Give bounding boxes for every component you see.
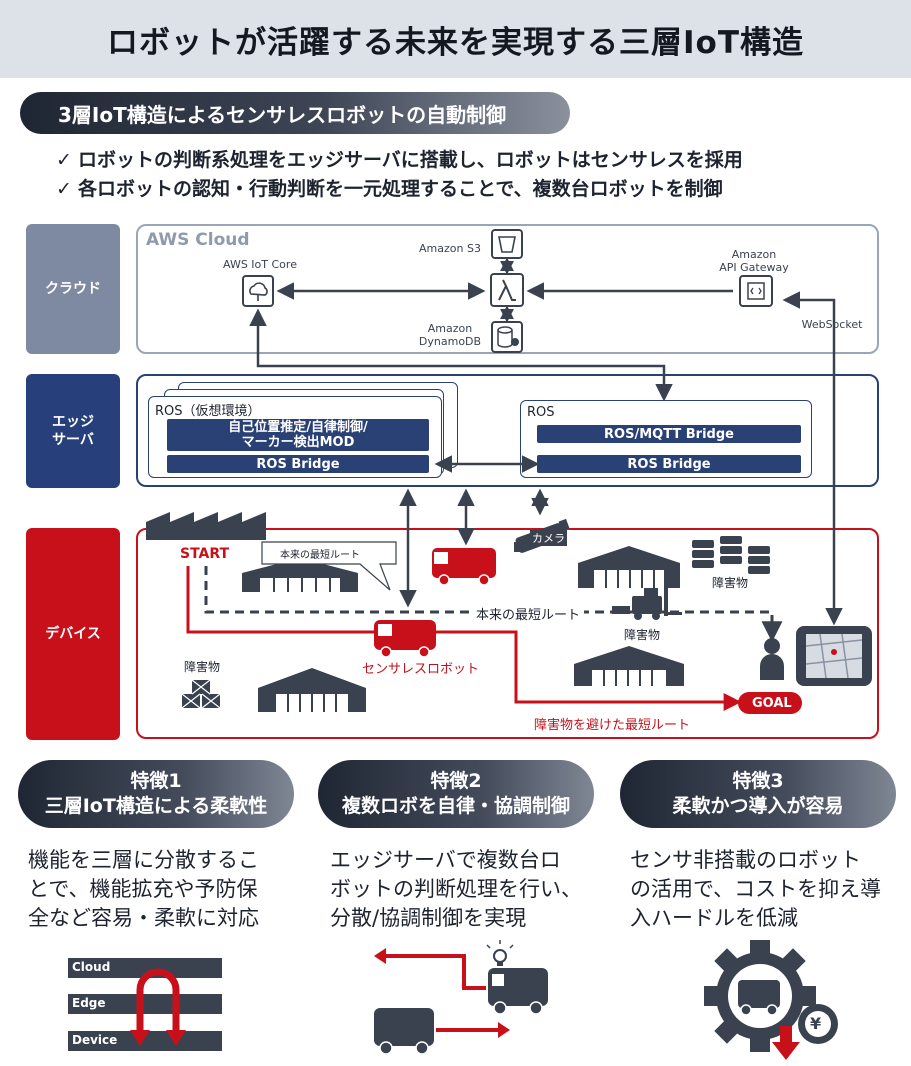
bullet-item: ✓各ロボットの認知・行動判断を一元処理することで、複数台ロボットを制御	[56, 175, 743, 204]
feature-3-description: センサ非搭載のロボットの活用で、コストを抑え導入ハードルを低減	[630, 848, 882, 930]
goal-marker	[738, 692, 802, 714]
yen-gear-icon	[798, 1004, 838, 1044]
layer-icon-cloud: Cloud	[72, 960, 111, 974]
obstacle-label: 障害物	[624, 628, 661, 642]
ros-card-right: ROS ROS/MQTT Bridge ROS Bridge	[520, 400, 812, 478]
ros-mqtt-bridge: ROS/MQTT Bridge	[537, 425, 801, 443]
cost-down-arrow-icon	[772, 1026, 800, 1060]
callout-balloon	[261, 541, 397, 591]
yen-symbol: ¥	[810, 1014, 822, 1033]
bullet-item: ✓ロボットの判断系処理をエッジサーバに搭載し、ロボットはセンサレスを採用	[56, 146, 743, 175]
original-route-label: 本来の最短ルート	[472, 604, 585, 623]
ros-virtual-card: ROS（仮想環境） 自己位置推定/自律制御/マーカー検出MOD ROS Brid…	[148, 396, 442, 478]
api-gateway-icon	[739, 275, 773, 307]
iot-core-icon	[242, 275, 274, 307]
lightbulb-icon	[486, 940, 514, 966]
robot-truck-icon	[432, 548, 496, 586]
multi-robot-icon	[374, 948, 548, 1055]
obstacle-boxes-icon	[181, 679, 221, 709]
s3-label: Amazon S3	[419, 242, 481, 255]
obstacle-barrels-icon	[692, 536, 770, 574]
page-title: ロボットが活躍する未来を実現する三層IoT構造	[107, 24, 804, 61]
feature-2-description: エッジサーバで複数台ロボットの判断処理を行い、分散/協調制御を実現	[330, 848, 582, 930]
feature-1-description: 機能を三層に分散することで、機能拡充や予防保全など容易・柔軟に対応	[28, 848, 259, 930]
warehouse-icon	[258, 668, 366, 712]
section-title: 3層IoT構造によるセンサレスロボットの自動制御	[20, 92, 570, 134]
camera-label: カメラ	[530, 530, 567, 546]
person-icon	[760, 638, 784, 680]
ros-bridge-right: ROS Bridge	[537, 455, 801, 473]
warehouse-icon	[578, 546, 680, 588]
dynamodb-icon	[491, 321, 523, 353]
lambda-icon	[490, 273, 524, 307]
layer-icon-edge: Edge	[72, 996, 106, 1010]
obstacle-forklift-icon	[612, 588, 682, 620]
check-icon: ✓	[56, 178, 72, 200]
obstacle-label: 障害物	[712, 576, 749, 590]
goal-label: GOAL	[752, 696, 792, 711]
tablet-map-icon	[796, 626, 872, 686]
ros-bridge-left: ROS Bridge	[167, 455, 429, 473]
callout-text: 本来の最短ルート	[280, 550, 360, 561]
gear-icon	[704, 940, 816, 1052]
layer-stack-icon	[68, 958, 222, 1051]
aws-cloud-title: AWS Cloud	[146, 230, 250, 250]
robot-icon	[374, 620, 436, 658]
avoid-route-label: 障害物を避けた最短ルート	[534, 718, 691, 733]
layer-icon-device: Device	[72, 1033, 118, 1047]
start-label: START	[180, 546, 230, 562]
title-bar: ロボットが活躍する未来を実現する三層IoT構造	[0, 0, 911, 78]
start-factory-icon	[146, 512, 266, 540]
layer-label-device: デバイス	[26, 528, 120, 740]
layer-label-cloud: クラウド	[26, 224, 120, 354]
ros-right-title: ROS	[527, 405, 555, 420]
s3-bucket-icon	[491, 229, 523, 259]
device-box	[136, 528, 879, 739]
obstacle-label: 障害物	[184, 660, 221, 674]
warehouse-icon	[574, 646, 684, 686]
robot-label: センサレスロボット	[362, 662, 480, 677]
check-icon: ✓	[56, 149, 72, 171]
warehouse-icon	[242, 558, 358, 592]
bullet-list: ✓ロボットの判断系処理をエッジサーバに搭載し、ロボットはセンサレスを採用 ✓各ロ…	[56, 146, 743, 204]
iot-core-label: AWS IoT Core	[223, 258, 297, 271]
ros-virtual-title: ROS（仮想環境）	[155, 404, 261, 419]
ros-module-bar: 自己位置推定/自律制御/マーカー検出MOD	[167, 419, 429, 451]
layer-label-edge: エッジサーバ	[26, 374, 120, 488]
